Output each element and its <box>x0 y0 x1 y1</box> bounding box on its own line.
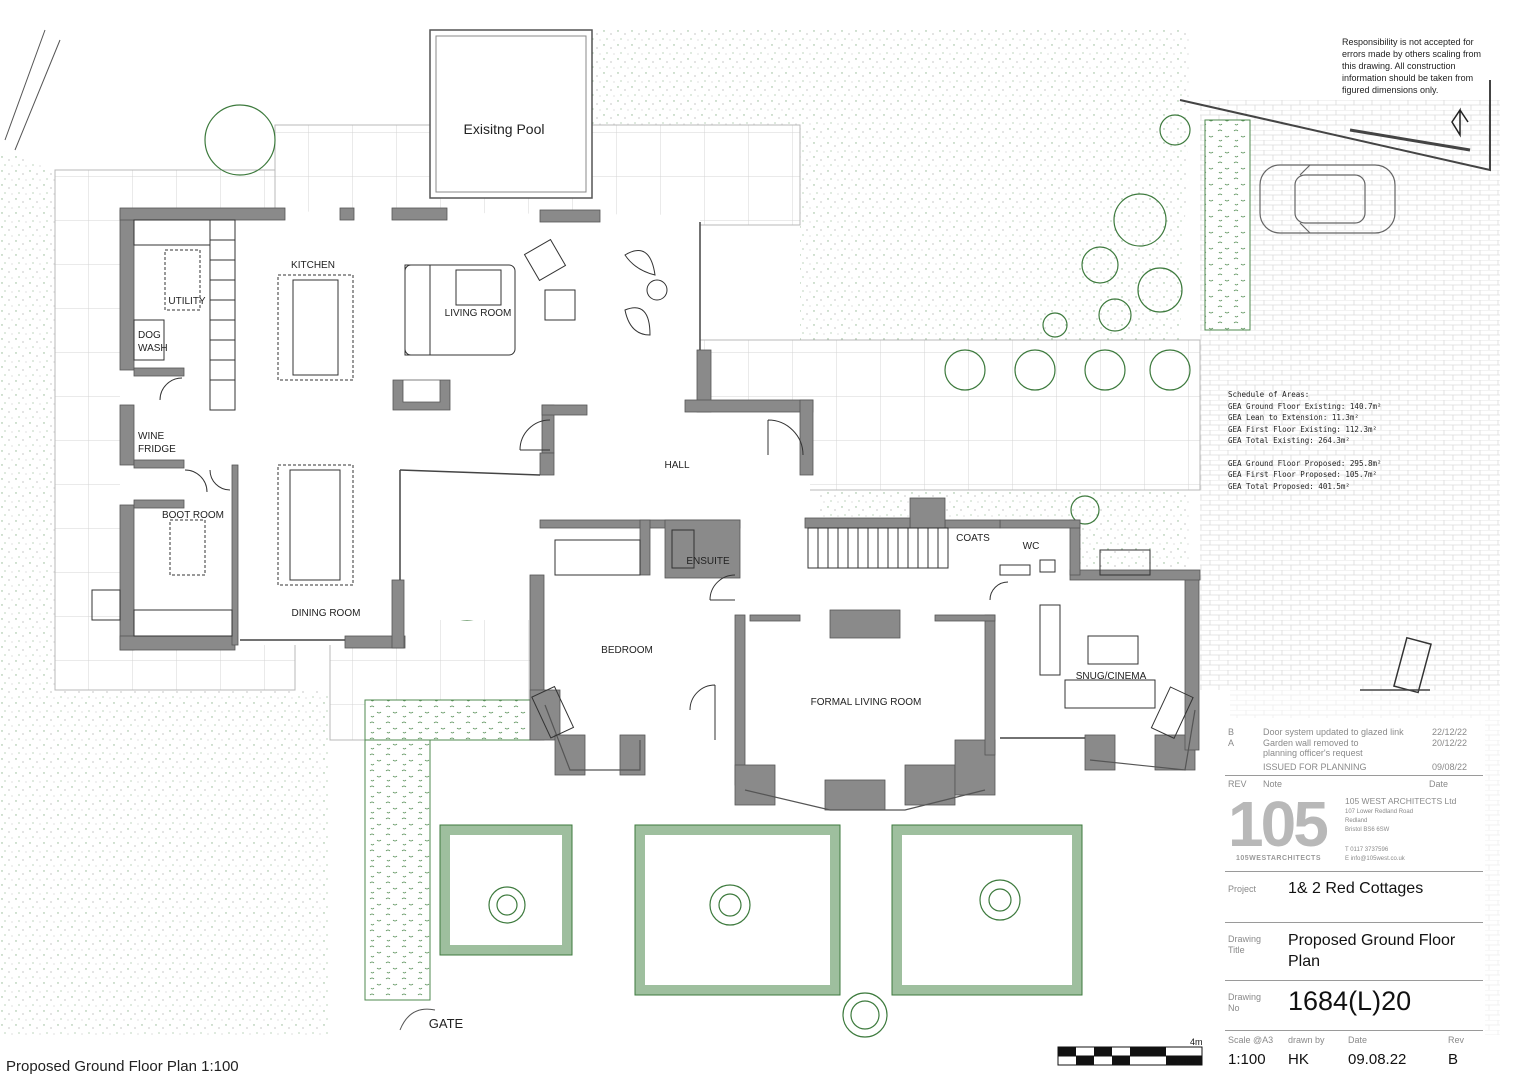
revision-note: Door system updated to glazed link <box>1263 727 1404 737</box>
practice-phone: T 0117 3737596 <box>1345 847 1389 853</box>
schedule-title: Schedule of Areas: <box>1228 390 1310 399</box>
dog-wash-label-1: DOG <box>138 330 161 341</box>
coats-label: COATS <box>956 533 990 544</box>
schedule-row: GEA First Floor Proposed: 105.7m² <box>1228 470 1378 479</box>
drawing-title-label: Title <box>1228 945 1245 955</box>
rev-value: B <box>1448 1051 1459 1068</box>
pool-label: Exisitng Pool <box>464 121 545 137</box>
wine-fridge-label-1: WINE <box>138 431 164 442</box>
schedule-row: GEA Total Proposed: 401.5m² <box>1228 481 1350 491</box>
disclaimer-note: Responsibility is not accepted for error… <box>1342 37 1482 95</box>
wine-fridge-label-2: FRIDGE <box>138 444 176 455</box>
utility-label: UTILITY <box>168 296 206 307</box>
drawing-number: 1684(L)20 <box>1288 986 1412 1016</box>
project-label: Project <box>1228 884 1257 894</box>
living-room-label: LIVING ROOM <box>445 308 512 319</box>
snug-cinema-label: SNUG/CINEMA <box>1076 671 1147 682</box>
revision-note: Garden wall removed to planning officer'… <box>1263 738 1363 758</box>
practice-address: 107 Lower Redland Road <box>1345 809 1414 815</box>
drawing-number-label: No <box>1228 1003 1240 1013</box>
revision-rev: A <box>1228 738 1235 748</box>
svg-text:@1:100: @1:100 <box>1170 1059 1195 1066</box>
practice-name: 105 WEST ARCHITECTS Ltd <box>1345 796 1457 806</box>
schedule-row: GEA Ground Floor Proposed: 295.8m² <box>1228 458 1382 468</box>
kitchen-label: KITCHEN <box>291 260 335 271</box>
formal-living-room-label: FORMAL LIVING ROOM <box>811 697 922 708</box>
ensuite-label: ENSUITE <box>686 556 730 567</box>
wc-label: WC <box>1023 541 1040 552</box>
practice-address: Bristol BS6 6SW <box>1345 827 1390 833</box>
project-name: 1& 2 Red Cottages <box>1288 880 1424 897</box>
revision-header-note: Note <box>1263 779 1283 789</box>
scale-value: 1:100 <box>1228 1051 1266 1068</box>
drawing-caption: Proposed Ground Floor Plan 1:100 <box>6 1058 239 1075</box>
bedroom-label: BEDROOM <box>601 645 653 656</box>
revision-header-date: Date <box>1429 779 1449 789</box>
drawing-number-label: Drawing <box>1228 992 1262 1002</box>
revision-date: 20/12/22 <box>1432 738 1468 748</box>
scale-label: Scale @A3 <box>1228 1035 1274 1045</box>
dog-wash-label-2: WASH <box>138 343 168 354</box>
schedule-row: GEA Ground Floor Existing: 140.7m² <box>1228 401 1382 411</box>
gate-label: GATE <box>429 1016 464 1031</box>
revision-header-rev: REV <box>1228 779 1247 789</box>
svg-text:0: 0 <box>1060 1047 1065 1056</box>
practice-logo: 105 <box>1228 788 1329 860</box>
scale-bar: 0 4m @1:100 <box>1057 1037 1203 1066</box>
revision-rev: B <box>1228 727 1235 737</box>
dining-room-label: DINING ROOM <box>292 608 361 619</box>
title-block <box>1220 718 1485 1078</box>
date-value: 09.08.22 <box>1348 1051 1407 1068</box>
rev-label: Rev <box>1448 1035 1465 1045</box>
date-label: Date <box>1348 1035 1368 1045</box>
practice-address: Redland <box>1345 818 1368 824</box>
svg-text:4m: 4m <box>1190 1037 1203 1047</box>
boot-room-label: BOOT ROOM <box>162 510 224 521</box>
drawn-by-label: drawn by <box>1288 1035 1325 1045</box>
drawing-title-label: Drawing <box>1228 934 1262 944</box>
hall-label: HALL <box>664 460 689 471</box>
revision-note: ISSUED FOR PLANNING <box>1263 762 1367 772</box>
revision-date: 22/12/22 <box>1432 727 1468 737</box>
drawn-by-value: HK <box>1288 1051 1309 1068</box>
practice-email: E info@105west.co.uk <box>1345 856 1405 862</box>
revision-date: 09/08/22 <box>1432 762 1468 772</box>
schedule-row: GEA Total Existing: 264.3m² <box>1228 436 1350 445</box>
schedule-row: GEA First Floor Existing: 112.3m² <box>1228 424 1378 434</box>
walls <box>119 207 1201 811</box>
schedule-of-areas: Schedule of Areas: GEA Ground Floor Exis… <box>1228 389 1418 492</box>
practice-logo-subtitle: 105WESTARCHITECTS <box>1236 855 1321 862</box>
schedule-row: GEA Lean to Extension: 11.3m² <box>1228 413 1359 422</box>
drawing-title: Proposed Ground Floor <box>1288 932 1456 949</box>
drawing-title: Plan <box>1288 953 1321 970</box>
